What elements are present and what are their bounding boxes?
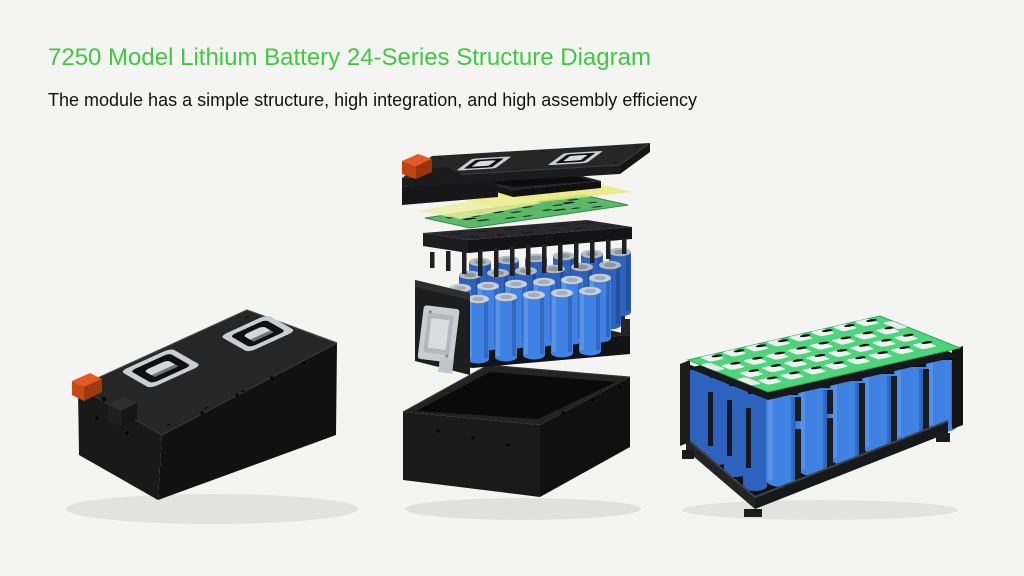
pack-side-screws [95,361,306,435]
module-cells-left [686,370,767,491]
pack-handles [96,315,320,426]
module-base-tray [682,420,950,517]
pack-power-connector [72,373,102,401]
holder-pins [430,238,627,277]
pack-stud [101,396,107,402]
cover-handles [416,146,640,175]
exploded-shadow [405,498,641,520]
exploded-top-cover [401,142,651,205]
exploded-view-figure [401,142,651,520]
pack-handle-rear [222,315,294,352]
battery-pack-figure [66,309,358,524]
battery-module-figure [680,315,963,520]
pack-handle-front [122,349,199,388]
module-cells-right [766,360,958,487]
page-title: 7250 Model Lithium Battery 24-Series Str… [48,44,651,71]
cell-spacers [795,369,929,482]
cell-holder-top [423,220,632,277]
module-shadow [682,500,958,520]
pack-comm-connector [108,397,137,427]
module-pcb-top [686,315,962,400]
pack-shadow [66,494,358,524]
page-subtitle: The module has a simple structure, high … [48,90,698,110]
module-end-plate [415,280,470,375]
bottom-case [402,364,631,497]
module-corner-post-left [680,360,690,446]
cover-connector [402,154,462,180]
cover-tray [483,173,601,197]
module-corner-post-right [952,346,963,429]
